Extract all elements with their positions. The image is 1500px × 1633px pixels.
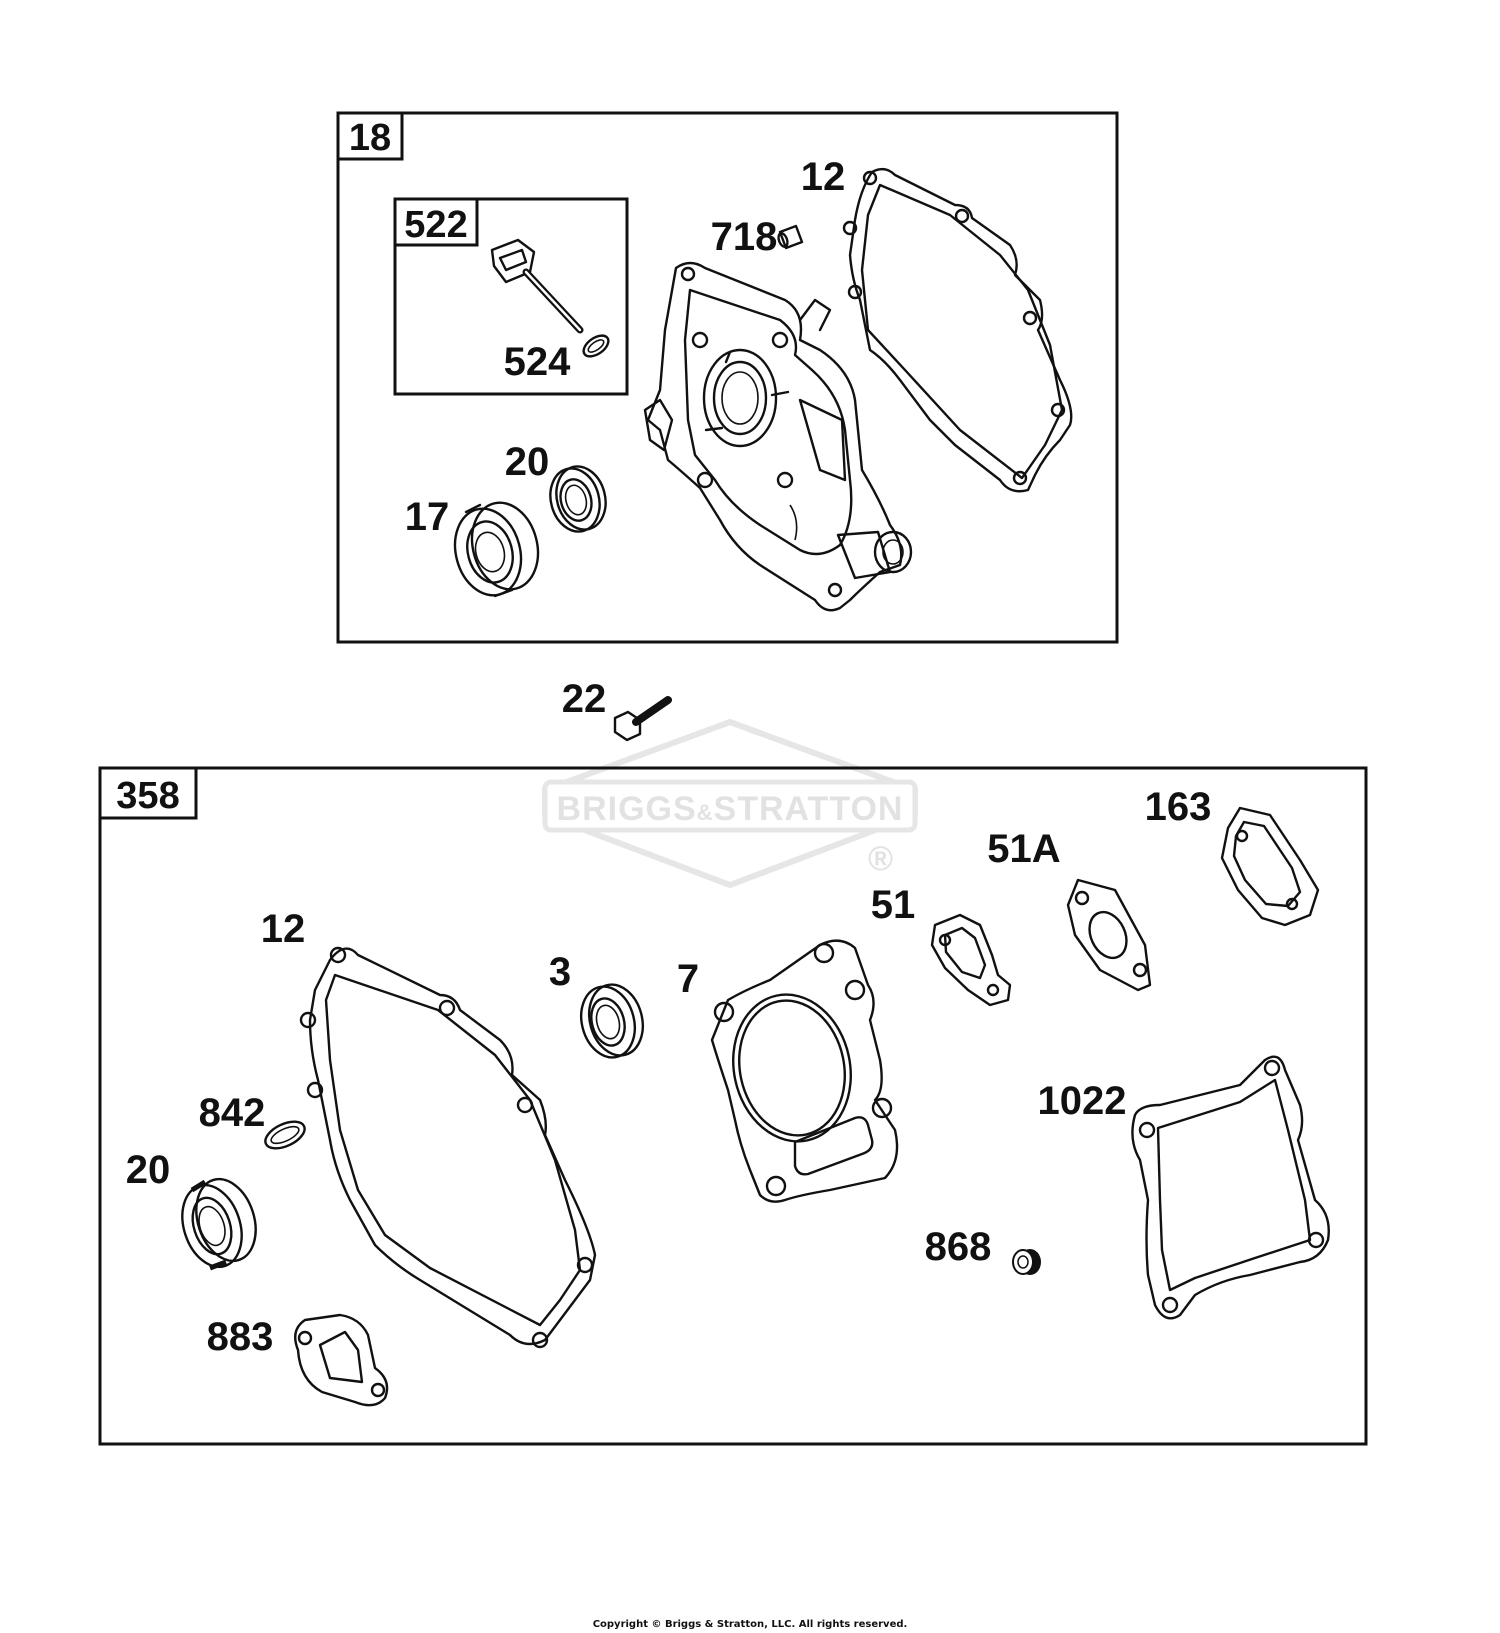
- callout-3: 3: [549, 950, 571, 994]
- callout-51a: 51A: [987, 827, 1060, 871]
- gasket-12-top: [842, 167, 1073, 493]
- brand-watermark: BRIGGS&STRATTON ®: [542, 718, 918, 889]
- callout-1022: 1022: [1038, 1079, 1127, 1123]
- dipstick-part: [490, 238, 584, 334]
- gasket-1022: [1131, 1055, 1330, 1320]
- callout-163: 163: [1145, 785, 1212, 829]
- callout-17: 17: [405, 495, 450, 539]
- copyright-notice: Copyright © Briggs & Stratton, LLC. All …: [593, 1619, 908, 1630]
- oil-seal-20-bottom: [181, 1177, 257, 1271]
- kit-522-tag: 522: [404, 204, 467, 246]
- callout-524: 524: [504, 340, 571, 384]
- kit-358-tag-box: [98, 766, 198, 820]
- kit-18-box: [336, 111, 1119, 644]
- callout-868: 868: [925, 1225, 992, 1269]
- o-ring-524: [582, 334, 610, 358]
- callout-12-bottom: 12: [261, 907, 306, 951]
- dowel-868: [1012, 1249, 1041, 1275]
- gasket-51a: [1066, 878, 1152, 992]
- callout-7: 7: [677, 957, 699, 1001]
- callout-20-bottom: 20: [126, 1148, 171, 1192]
- o-ring-842: [264, 1120, 306, 1150]
- gasket-163: [1220, 806, 1320, 927]
- callout-718: 718: [711, 215, 778, 259]
- callout-842: 842: [199, 1091, 266, 1135]
- bolt-22-group: 22: [562, 677, 672, 742]
- gasket-51: [930, 913, 1012, 1007]
- watermark-text: BRIGGS&STRATTON: [557, 790, 904, 828]
- kit-522-box: [393, 197, 629, 396]
- kit-18-group: 18 522: [336, 111, 1119, 644]
- kit-18-tag-box: [336, 111, 404, 161]
- gasket-12-bottom: [299, 946, 597, 1349]
- watermark-registered: ®: [868, 840, 894, 878]
- callout-20-top: 20: [505, 440, 550, 484]
- callout-22: 22: [562, 677, 607, 721]
- ball-bearing-17: [453, 501, 540, 598]
- dowel-pin-718: [777, 224, 804, 250]
- kit-358-group: 358: [98, 766, 1368, 1446]
- callout-12-top: 12: [801, 155, 846, 199]
- crankcase-cover-part: [643, 261, 913, 612]
- kit-522-tag-box: [393, 197, 479, 247]
- kit-18-tag: 18: [349, 117, 391, 159]
- callout-883: 883: [207, 1315, 274, 1359]
- gasket-883: [294, 1313, 389, 1407]
- callout-51: 51: [871, 883, 916, 927]
- oil-seal-20-top: [549, 465, 607, 533]
- oil-seal-3: [580, 983, 644, 1059]
- kit-358-tag: 358: [116, 775, 179, 817]
- head-gasket-7: [710, 939, 899, 1203]
- kit-358-box: [98, 766, 1368, 1446]
